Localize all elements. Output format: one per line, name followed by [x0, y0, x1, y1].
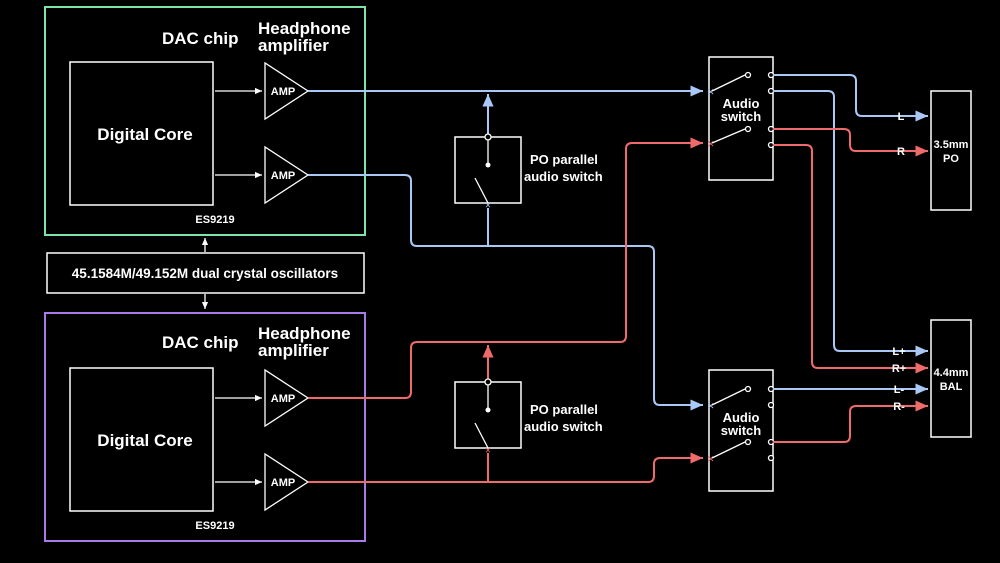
port-po-line2: PO — [943, 153, 959, 165]
port-bal-pin-rplus: R+ — [892, 363, 906, 375]
audio-switch-bottom-line2: switch — [721, 423, 762, 438]
wire-bottom-switch-to-bal-rminus — [773, 400, 928, 443]
port-po-box — [930, 90, 972, 211]
po-switch-top-blade — [474, 177, 489, 204]
po-switch-top: ✕ PO parallel audio switch — [454, 133, 603, 210]
top-amp-label-line1: Headphone — [258, 19, 351, 38]
bottom-dac-border — [44, 312, 366, 542]
bottom-amp-label-line2: amplifier — [258, 341, 329, 360]
po-switch-bottom-line1: PO parallel — [530, 402, 598, 417]
top-digital-core-label: Digital Core — [97, 125, 192, 144]
po-switch-top-line2: audio switch — [524, 169, 603, 184]
bottom-digital-core-label: Digital Core — [97, 431, 192, 450]
audio-switch-top: ✕ ✕ Audio switch — [707, 56, 775, 181]
port-bal-pin-lplus: L+ — [892, 346, 905, 358]
bottom-dac-chip-label: DAC chip — [162, 333, 239, 352]
audio-switch-top-line1: Audio — [723, 96, 760, 111]
svg-text:✕: ✕ — [707, 88, 715, 98]
top-dac-chip-label: DAC chip — [162, 29, 239, 48]
po-switch-bottom: ✕ PO parallel audio switch — [454, 378, 603, 455]
port-bal-line1: 4.4mm — [934, 367, 969, 379]
bottom-digital-core — [69, 367, 214, 512]
bottom-chip-model: ES9219 — [195, 520, 234, 532]
svg-text:✕: ✕ — [485, 446, 492, 455]
wire-top-switch-to-po-l — [773, 74, 928, 122]
top-chip-model: ES9219 — [195, 214, 234, 226]
wire-top-switch-to-bal-rplus — [773, 144, 928, 374]
top-amp2-triangle — [264, 145, 310, 205]
audio-switch-top-box — [708, 56, 774, 181]
port-po-line1: 3.5mm — [934, 139, 969, 151]
top-digital-core — [69, 61, 214, 206]
oscillator-label: 45.1584M/49.152M dual crystal oscillator… — [72, 266, 338, 281]
port-bal: 4.4mm BAL L+ R+ L- R- — [892, 319, 972, 438]
wire-top-amp2-to-bottom-switch — [308, 174, 703, 411]
port-bal-line2: BAL — [940, 381, 963, 393]
audio-switch-bottom: ✕ ✕ Audio switch — [707, 369, 775, 492]
svg-text:✕: ✕ — [707, 455, 715, 465]
wire-top-switch-to-po-r — [773, 128, 928, 157]
port-bal-pin-rminus: R- — [893, 401, 905, 413]
svg-text:✕: ✕ — [707, 402, 715, 412]
port-bal-pin-lminus: L- — [894, 384, 905, 396]
po-switch-top-line1: PO parallel — [530, 152, 598, 167]
bottom-amp1-triangle — [264, 368, 310, 428]
audio-switch-bottom-box — [708, 369, 774, 492]
svg-text:✕: ✕ — [485, 201, 492, 210]
bottom-amp-label-line1: Headphone — [258, 324, 351, 343]
bottom-amp2-label: AMP — [271, 477, 295, 489]
wire-top-switch-to-bal-lplus — [773, 90, 928, 357]
port-bal-box — [930, 319, 972, 438]
oscillator-box — [46, 252, 365, 294]
top-amp1-triangle — [264, 61, 310, 121]
top-dac-block: DAC chip Headphone amplifier Digital Cor… — [44, 6, 366, 236]
wire-bottom-amp2-to-bottom-switch — [308, 452, 703, 483]
oscillator-block: 45.1584M/49.152M dual crystal oscillator… — [46, 238, 365, 309]
port-po: 3.5mm PO L R — [897, 90, 972, 211]
audio-switch-bottom-line1: Audio — [723, 410, 760, 425]
bottom-amp1-label: AMP — [271, 393, 295, 405]
svg-text:✕: ✕ — [707, 140, 715, 150]
bottom-amp2-triangle — [264, 452, 310, 512]
port-po-pin-l: L — [898, 111, 905, 123]
audio-switch-top-line2: switch — [721, 109, 762, 124]
top-dac-border — [44, 6, 366, 236]
top-amp1-label: AMP — [271, 86, 295, 98]
top-amp2-label: AMP — [271, 170, 295, 182]
po-switch-bottom-blade — [474, 422, 489, 449]
po-switch-bottom-line2: audio switch — [524, 419, 603, 434]
top-amp-label-line2: amplifier — [258, 36, 329, 55]
port-po-pin-r: R — [897, 146, 905, 158]
bottom-dac-block: DAC chip Headphone amplifier Digital Cor… — [44, 312, 366, 542]
wire-bottom-amp1-to-top-switch — [308, 137, 703, 399]
